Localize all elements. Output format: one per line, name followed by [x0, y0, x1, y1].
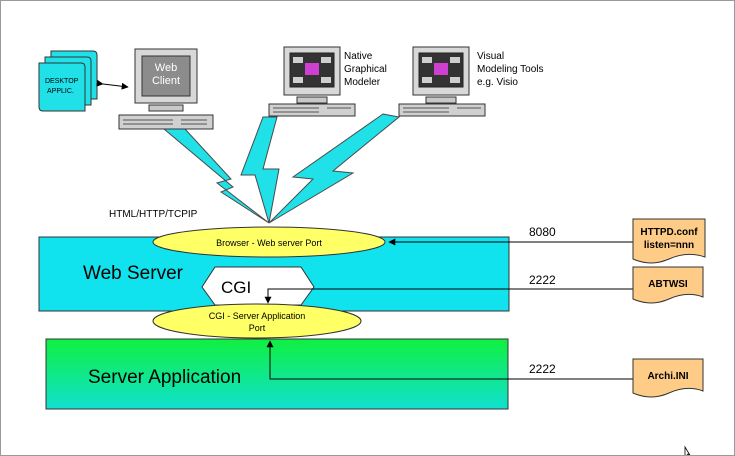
server-application-label: Server Application	[88, 367, 241, 388]
httpd-conf-label-line1: HTTPD.conf	[640, 227, 698, 238]
port-8080-label: 8080	[529, 225, 556, 239]
archi-to-server-app-line	[266, 340, 633, 380]
lightning-bolt-visual-tools	[268, 113, 401, 224]
native-modeler-label-line3: Modeler	[344, 77, 381, 88]
native-modeler-label-line2: Graphical	[344, 64, 387, 75]
abtwsi-label: ABTWSI	[648, 279, 688, 290]
browser-webserver-port	[152, 226, 386, 258]
desktop-app-label-line1: DESKTOP	[45, 78, 79, 85]
desktop-client-arrow	[96, 79, 129, 90]
visual-tools-label-line2: Modeling Tools	[477, 64, 544, 75]
cgi-server-application-port	[152, 303, 362, 339]
web-client-label-line1: Web	[155, 62, 177, 74]
web-client-computer: Web Client	[118, 48, 214, 130]
web-client-label-line2: Client	[152, 75, 180, 87]
visual-tools-label-line3: e.g. Visio	[477, 77, 518, 88]
port-2222-abtwsi-label: 2222	[529, 273, 556, 287]
abtwsi-to-cgi-line	[264, 288, 633, 304]
protocol-label: HTML/HTTP/TCPIP	[109, 209, 198, 220]
browser-port-label: Browser - Web server Port	[216, 238, 322, 248]
abtwsi-document: ABTWSI	[632, 266, 704, 304]
desktop-application-icon: DESKTOP APPLIC.	[38, 50, 98, 112]
lightning-bolt-web-client	[162, 128, 270, 224]
visual-tools-computer	[398, 46, 486, 117]
desktop-app-label-line2: APPLIC.	[47, 88, 74, 95]
native-modeler-computer	[268, 46, 356, 117]
cgi-label: CGI	[221, 278, 251, 297]
native-modeler-label-line1: Native	[344, 51, 373, 62]
web-server-label: Web Server	[83, 263, 184, 284]
cgi-port-label-line1: CGI - Server Application	[209, 311, 306, 321]
cgi-hexagon	[201, 266, 315, 306]
archi-ini-document: Archi.INI	[632, 358, 704, 398]
lightning-bolt-native-modeler	[240, 116, 280, 224]
archi-ini-label: Archi.INI	[647, 371, 688, 382]
httpd-conf-document: HTTPD.conf listen=nnn	[632, 218, 706, 264]
port-2222-archi-label: 2222	[529, 362, 556, 376]
cgi-port-label-line2: Port	[249, 323, 266, 333]
httpd-conf-label-line2: listen=nnn	[644, 240, 694, 251]
mouse-cursor-icon	[684, 445, 691, 455]
visual-tools-label-line1: Visual	[477, 51, 504, 62]
server-application-box	[45, 338, 509, 410]
